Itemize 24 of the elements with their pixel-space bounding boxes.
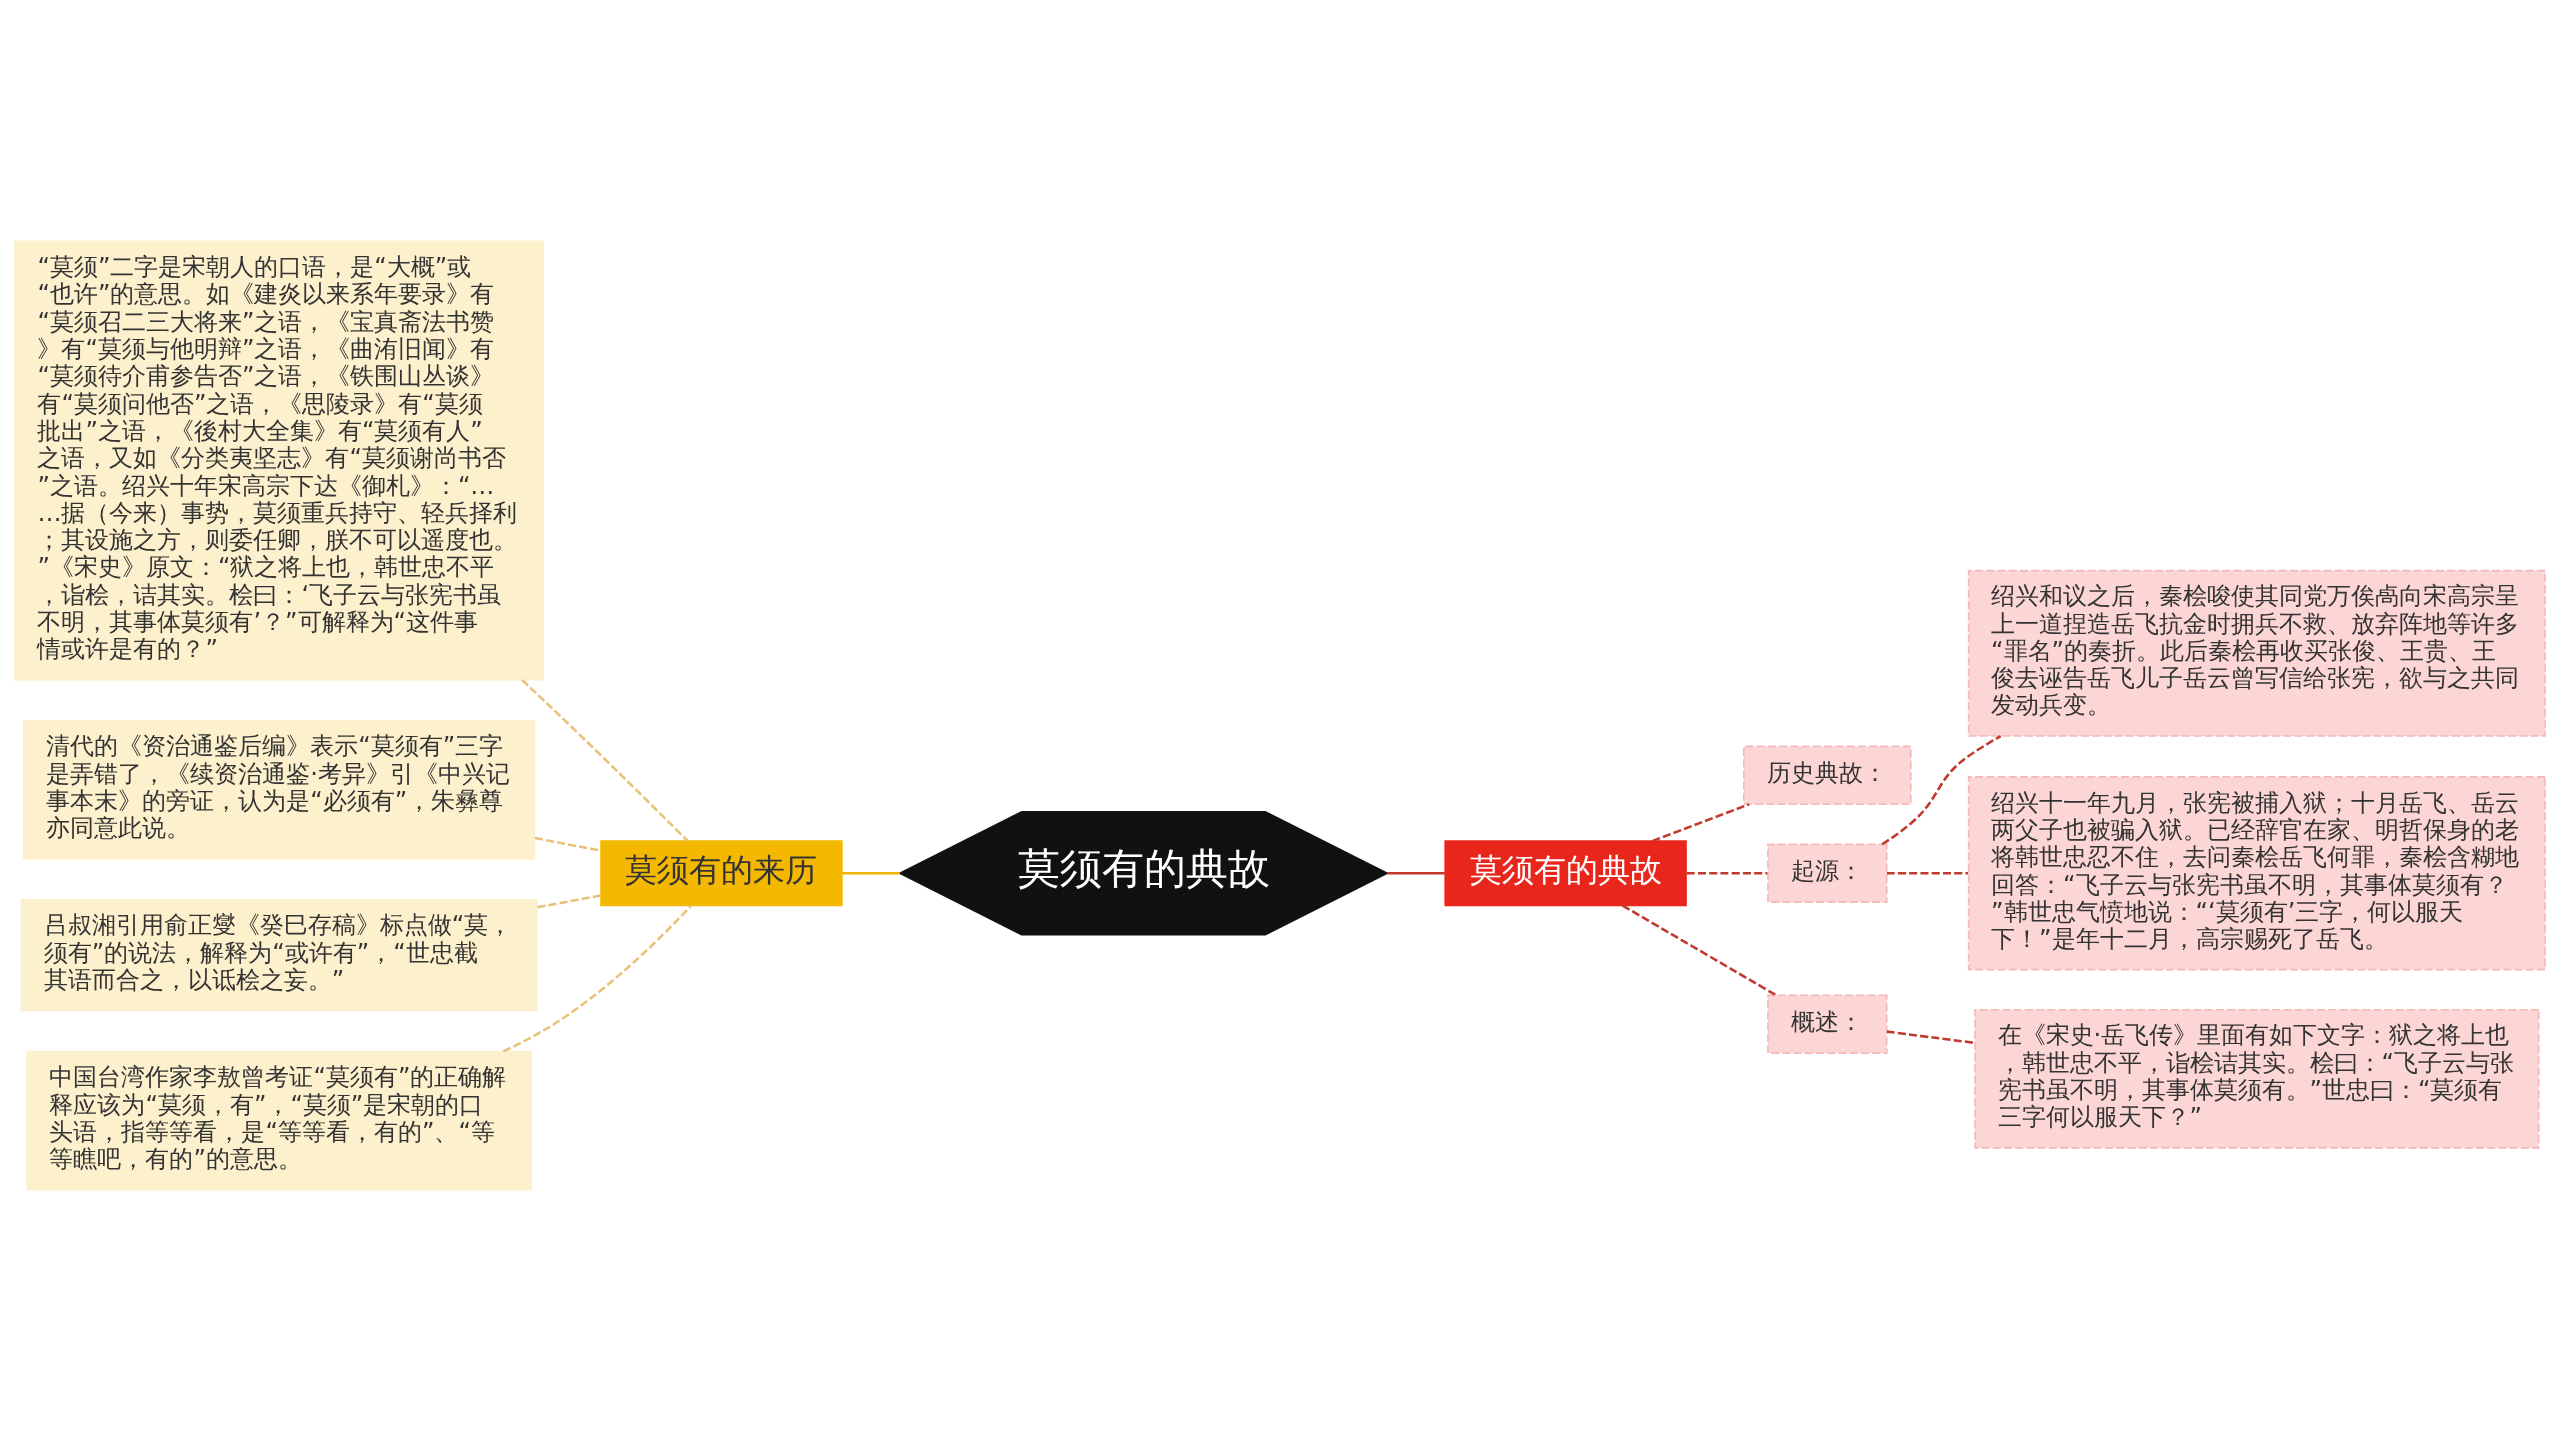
node-box: 起源： (1767, 843, 1888, 903)
node-box: 概述： (1767, 994, 1888, 1054)
connector (1387, 871, 1445, 875)
connector (1622, 904, 1777, 996)
node-box: 吕叔湘引用俞正燮《癸巳存稿》标点做“莫，须有”的说法，解释为“或许有”，“世忠截其语而合之，以诋桧之妄。” (20, 898, 538, 1011)
connector (1881, 734, 2002, 845)
connector (537, 893, 602, 909)
connector (1652, 802, 1750, 842)
node-box: 绍兴十一年九月，张宪被捕入狱；十月岳飞、岳云两父子也被骗入狱。已经辞官在家、明哲保身的老将韩世忠忍不住，去问秦桧岳飞何罪，秦桧含糊地回答：“飞子云与张宪书虽不明，其事体莫须有？”韩世忠气愤地说：“‘莫须有’三字，何以服天下！”是年十二月，高宗赐死了岳飞。 (1967, 775, 2546, 970)
connector (521, 678, 689, 842)
node-box: “莫须”二字是宋朝人的口语，是“大概”或“也许”的意思。如《建炎以来系年要录》有“莫须召二三大将来”之语，《宝真斋法书赞》有“莫须与他明辩”之语，《曲洧旧闻》有“莫须待介甫参告否”之语，《铁围山丛谈》有“莫须问他否”之语，《思陵录》有“莫须批出”之语，《後村大全集》有“莫须有人”之语，又如《分类夷坚志》有“莫须谢尚书否”之语。绍兴十年宋高宗下达《御札》：“……据（今来）事势，莫须重兵持守、轻兵择利；其设施之方，则委任卿，朕不可以遥度也。”《宋史》原文：“狱之将上也，韩世忠不平，诣桧，诘其实。桧曰：‘飞子云与张宪书虽不明，其事体莫须有’？”可解释为“这件事情或许是有的？” (14, 240, 544, 681)
node-box: 绍兴和议之后，秦桧唆使其同党万俟卨向宋高宗呈上一道捏造岳飞抗金时拥兵不救、放弃阵地等许多“罪名”的奏折。此后秦桧再收买张俊、王贵、王俊去诬告岳飞儿子岳云曾写信给张宪，欲与之共同发动兵变。 (1967, 569, 2546, 737)
node-box: 莫须有的典故 (1444, 839, 1687, 906)
node-box: 历史典故： (1743, 745, 1912, 805)
connector (1686, 871, 1768, 875)
connector (1886, 1029, 1975, 1044)
node-box: 在《宋史·岳飞传》里面有如下文字：狱之将上也，韩世忠不平，诣桧诘其实。桧曰：“飞子云与张宪书虽不明，其事体莫须有。”世忠曰：“莫须有三字何以服天下？” (1974, 1008, 2540, 1149)
connector (534, 836, 601, 852)
node-box: 中国台湾作家李敖曾考证“莫须有”的正确解释应该为“莫须，有”，“莫须”是宋朝的口头语，指等等看，是“等等看，有的”、“等等瞧吧，有的”的意思。 (26, 1050, 532, 1190)
connector (502, 904, 692, 1053)
node-box: 清代的《资治通鉴后编》表示“莫须有”三字是弄错了，《续资治通鉴·考异》引《中兴记事本末》的旁证，认为是“必须有”，朱彝尊亦同意此说。 (22, 719, 536, 860)
connector (841, 871, 900, 875)
connector (1886, 871, 1969, 875)
node-box: 莫须有的来历 (600, 839, 843, 906)
